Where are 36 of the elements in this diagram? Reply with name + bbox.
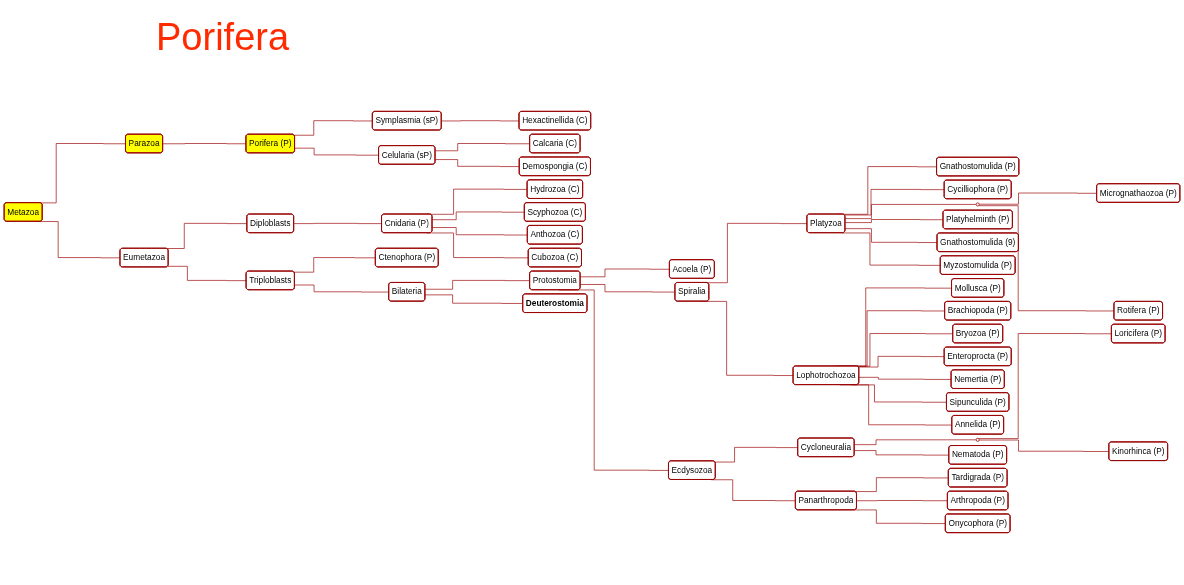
- connector: [431, 211, 525, 221]
- connector: [844, 204, 977, 219]
- connector: [441, 120, 520, 122]
- connector: [854, 450, 950, 456]
- connector: [434, 143, 531, 152]
- connector: [856, 500, 948, 502]
- connector: [978, 439, 1110, 452]
- connector: [294, 284, 390, 293]
- connector: [580, 284, 676, 293]
- connector: [841, 232, 941, 266]
- connector: [978, 205, 1115, 312]
- connector: [580, 268, 670, 278]
- node-circle: [975, 202, 980, 207]
- connector: [844, 189, 945, 216]
- connector: [424, 280, 531, 290]
- connector: [294, 147, 380, 156]
- connector: [293, 223, 383, 224]
- diagram-title: Porifera: [156, 16, 290, 59]
- connector: [293, 257, 376, 273]
- connector: [162, 143, 247, 145]
- connector: [434, 159, 520, 167]
- node-circle: [975, 437, 980, 442]
- connector: [978, 192, 1098, 205]
- connector: [858, 376, 952, 380]
- connector: [854, 439, 977, 445]
- connector: [431, 227, 528, 236]
- connector: [293, 120, 373, 136]
- connector: [424, 294, 524, 304]
- connector: [854, 477, 949, 492]
- connector: [844, 219, 944, 223]
- connector: [167, 266, 247, 281]
- connector: [854, 509, 946, 524]
- connector: [714, 447, 799, 463]
- connector: [844, 228, 938, 243]
- connector: [858, 356, 945, 368]
- connector: [978, 333, 1112, 439]
